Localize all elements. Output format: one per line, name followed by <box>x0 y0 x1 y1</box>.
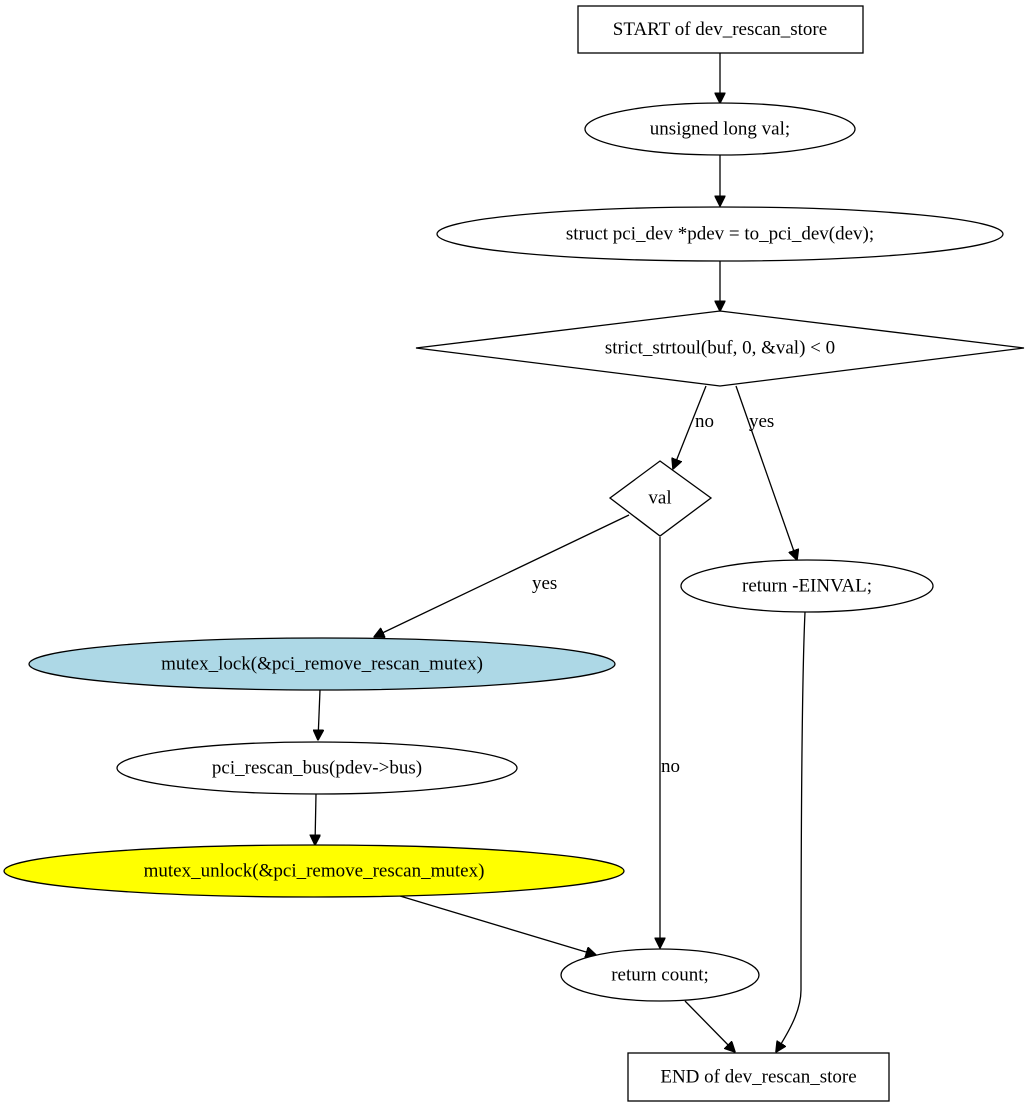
mutex-unlock-label: mutex_unlock(&pci_remove_rescan_mutex) <box>144 861 485 882</box>
decl-val-label: unsigned long val; <box>650 119 790 140</box>
edge-unlock-to-return-count <box>399 895 596 955</box>
edge-strtoul-yes <box>735 385 797 560</box>
node-mutex-unlock: mutex_unlock(&pci_remove_rescan_mutex) <box>3 844 625 898</box>
cond-val-label: val <box>648 488 671 509</box>
edge-label-strtoul-yes: yes <box>749 411 774 432</box>
decl-val-ellipse <box>584 102 856 156</box>
edge-lock-to-rescan <box>318 689 320 740</box>
return-count-ellipse <box>560 948 760 1002</box>
edge-label-val-yes: yes <box>532 573 557 594</box>
edge-einval-to-end <box>776 611 806 1052</box>
edge-rescan-to-unlock <box>315 793 316 845</box>
node-rescan-bus: pci_rescan_bus(pdev->bus) <box>116 741 518 795</box>
return-einval-ellipse <box>680 559 934 613</box>
cond-val-diamond <box>608 460 713 537</box>
node-return-count: return count; <box>560 948 760 1002</box>
edge-val-yes <box>374 514 630 637</box>
mutex-lock-ellipse <box>28 637 616 691</box>
return-count-label: return count; <box>611 965 709 986</box>
start-box <box>577 5 864 54</box>
edge-strtoul-no <box>673 385 707 469</box>
node-cond-strtoul: strict_strtoul(buf, 0, &val) < 0 <box>415 310 1025 387</box>
edge-labels: no yes yes no <box>532 411 774 777</box>
end-box <box>627 1052 890 1102</box>
edge-label-val-no: no <box>661 756 680 777</box>
node-decl-pdev: struct pci_dev *pdev = to_pci_dev(dev); <box>436 206 1004 262</box>
start-label: START of dev_rescan_store <box>613 19 827 40</box>
node-start: START of dev_rescan_store <box>577 5 864 54</box>
node-end: END of dev_rescan_store <box>627 1052 890 1102</box>
mutex-lock-label: mutex_lock(&pci_remove_rescan_mutex) <box>161 654 483 675</box>
cond-strtoul-label: strict_strtoul(buf, 0, &val) < 0 <box>605 338 835 359</box>
rescan-bus-ellipse <box>116 741 518 795</box>
nodes: START of dev_rescan_store unsigned long … <box>3 5 1025 1102</box>
node-mutex-lock: mutex_lock(&pci_remove_rescan_mutex) <box>28 637 616 691</box>
decl-pdev-ellipse <box>436 206 1004 262</box>
rescan-bus-label: pci_rescan_bus(pdev->bus) <box>212 758 422 779</box>
cond-strtoul-diamond <box>415 310 1025 387</box>
node-cond-val: val <box>608 460 713 537</box>
node-decl-val: unsigned long val; <box>584 102 856 156</box>
edge-label-strtoul-no: no <box>695 411 714 432</box>
end-label: END of dev_rescan_store <box>660 1067 856 1088</box>
node-return-einval: return -EINVAL; <box>680 559 934 613</box>
edges <box>315 53 806 1052</box>
decl-pdev-label: struct pci_dev *pdev = to_pci_dev(dev); <box>566 224 874 245</box>
return-einval-label: return -EINVAL; <box>742 576 872 597</box>
mutex-unlock-ellipse <box>3 844 625 898</box>
edge-return-count-to-end <box>684 1000 735 1052</box>
